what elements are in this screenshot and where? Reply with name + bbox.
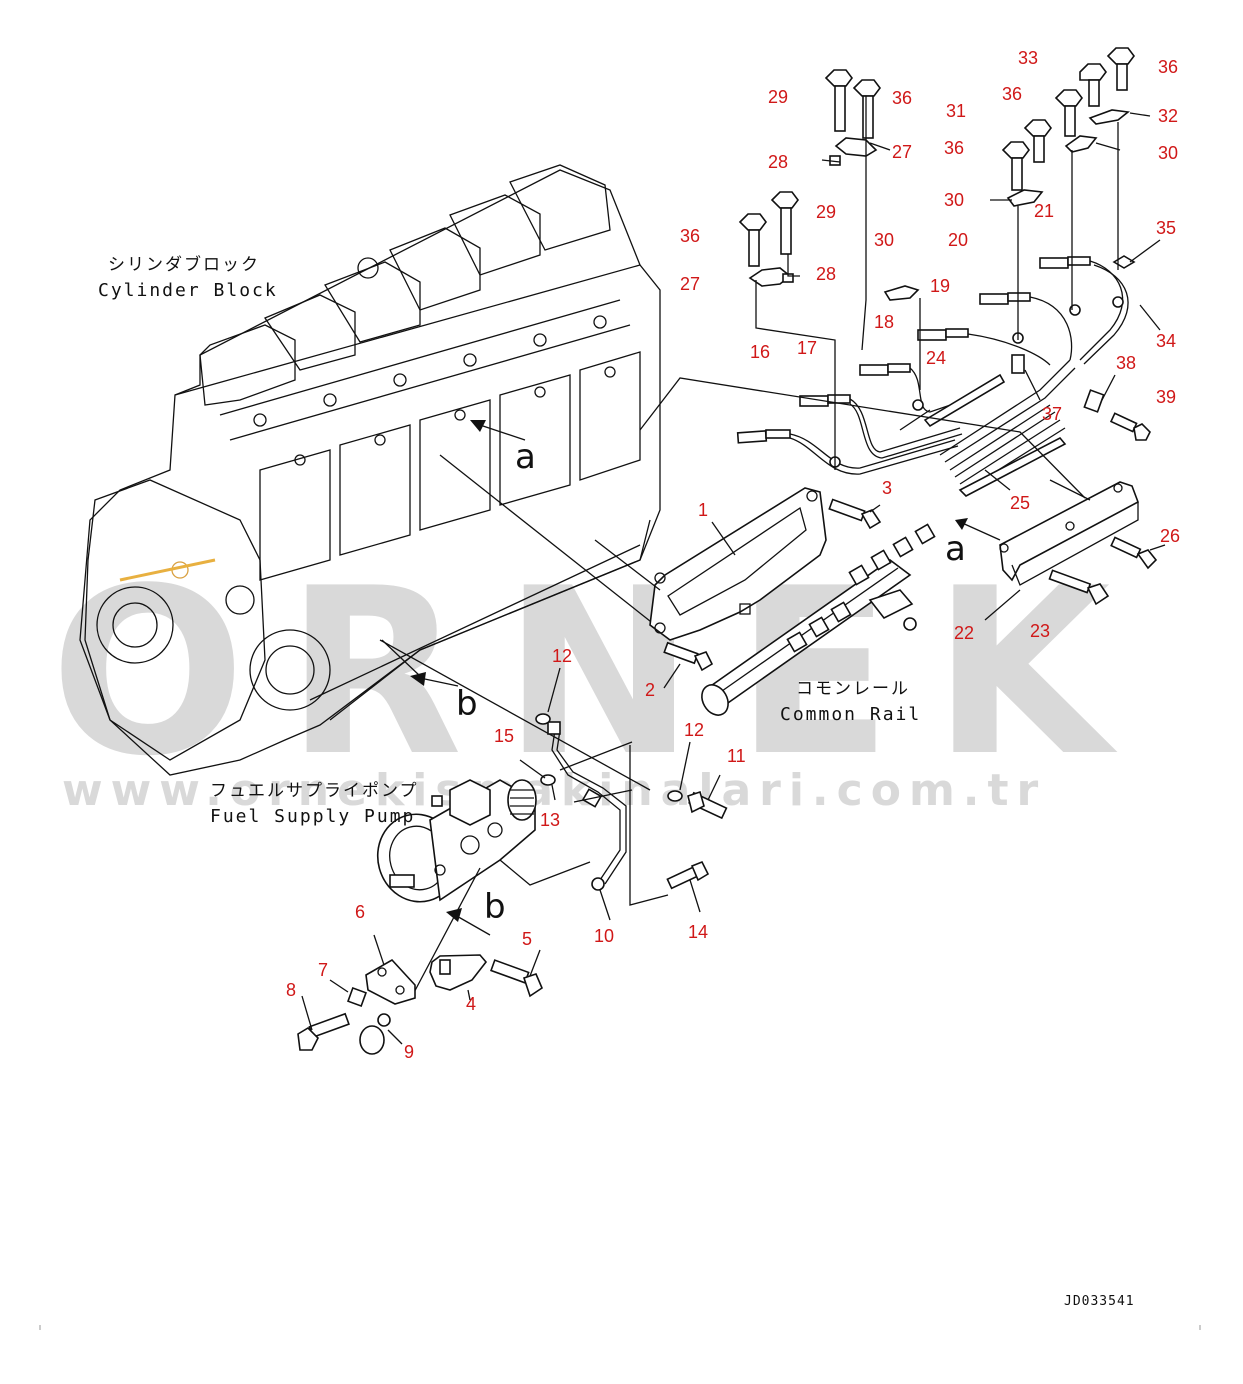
callout-6: 6 (355, 902, 365, 922)
view-mark-a-block: a (515, 437, 536, 477)
bolt-39 (1109, 412, 1151, 441)
callout-36a: 36 (892, 88, 912, 108)
callout-19: 19 (930, 276, 950, 296)
callout-36b: 36 (680, 226, 700, 246)
callout-14: 14 (688, 922, 708, 942)
callout-3: 3 (882, 478, 892, 498)
callout-13: 13 (540, 810, 560, 830)
callout-32: 32 (1158, 106, 1178, 126)
callout-23: 23 (1030, 621, 1050, 641)
callout-28a: 28 (768, 152, 788, 172)
callout-30c: 30 (1158, 143, 1178, 163)
callout-7: 7 (318, 960, 328, 980)
callout-37: 37 (1042, 404, 1062, 424)
callout-31: 31 (946, 101, 966, 121)
callout-36d: 36 (1002, 84, 1022, 104)
callout-34: 34 (1156, 331, 1176, 351)
callout-12a: 12 (552, 646, 572, 666)
callout-17: 17 (797, 338, 817, 358)
callout-1: 1 (698, 500, 708, 520)
callout-15: 15 (494, 726, 514, 746)
callout-29a: 29 (768, 87, 788, 107)
label-common-rail-en: Common Rail (780, 704, 921, 725)
callout-9: 9 (404, 1042, 414, 1062)
label-cylinder-block-ja: シリンダブロック (108, 254, 260, 275)
fuel-pipe (519, 667, 728, 921)
callout-30a: 30 (874, 230, 894, 250)
rail-cover (955, 479, 1166, 621)
callout-4: 4 (466, 994, 476, 1014)
callout-10: 10 (594, 926, 614, 946)
label-fuel-pump-ja: フュエルサプライポンプ (210, 781, 419, 801)
view-mark-b-pump: b (484, 887, 506, 927)
view-mark-a-rail: a (945, 529, 966, 569)
callout-30b: 30 (944, 190, 964, 210)
label-cylinder-block-en: Cylinder Block (98, 280, 278, 301)
callout-39: 39 (1156, 387, 1176, 407)
callout-25: 25 (1010, 493, 1030, 513)
callout-22: 22 (954, 623, 974, 643)
callout-36e: 36 (1158, 57, 1178, 77)
callout-35: 35 (1156, 218, 1176, 238)
top-bolts (738, 47, 1161, 491)
callout-11: 11 (727, 746, 746, 766)
callout-20: 20 (948, 230, 968, 250)
callout-18: 18 (874, 312, 894, 332)
common-rail (594, 487, 936, 716)
callout-29b: 29 (816, 202, 836, 222)
callout-numbers: 1 2 3 4 5 6 7 8 9 10 11 12 12 13 14 15 1… (286, 48, 1180, 1062)
callout-38: 38 (1116, 353, 1136, 373)
label-common-rail-ja: コモンレール (796, 679, 910, 699)
callout-33: 33 (1018, 48, 1038, 68)
drawing-id: JD033541 (1064, 1294, 1135, 1309)
callout-5: 5 (522, 929, 532, 949)
callout-28b: 28 (816, 264, 836, 284)
cylinder-block (79, 164, 661, 776)
callout-27b: 27 (892, 142, 912, 162)
callout-21: 21 (1034, 201, 1054, 221)
callout-12b: 12 (684, 720, 704, 740)
callout-16: 16 (750, 342, 770, 362)
watermark-url: www.ornekismakinalari.com.tr (62, 765, 1046, 816)
fuel-supply-pump (376, 779, 591, 1001)
callout-24: 24 (926, 348, 946, 368)
view-mark-b-block: b (456, 684, 478, 724)
callout-26: 26 (1160, 526, 1180, 546)
callout-2: 2 (645, 680, 655, 700)
injector-pipes (736, 256, 1129, 497)
label-fuel-pump-en: Fuel Supply Pump (210, 806, 415, 827)
callout-36c: 36 (944, 138, 964, 158)
callout-27a: 27 (680, 274, 700, 294)
view-arrows (381, 420, 526, 936)
pump-brackets (297, 934, 543, 1055)
callout-8: 8 (286, 980, 296, 1000)
